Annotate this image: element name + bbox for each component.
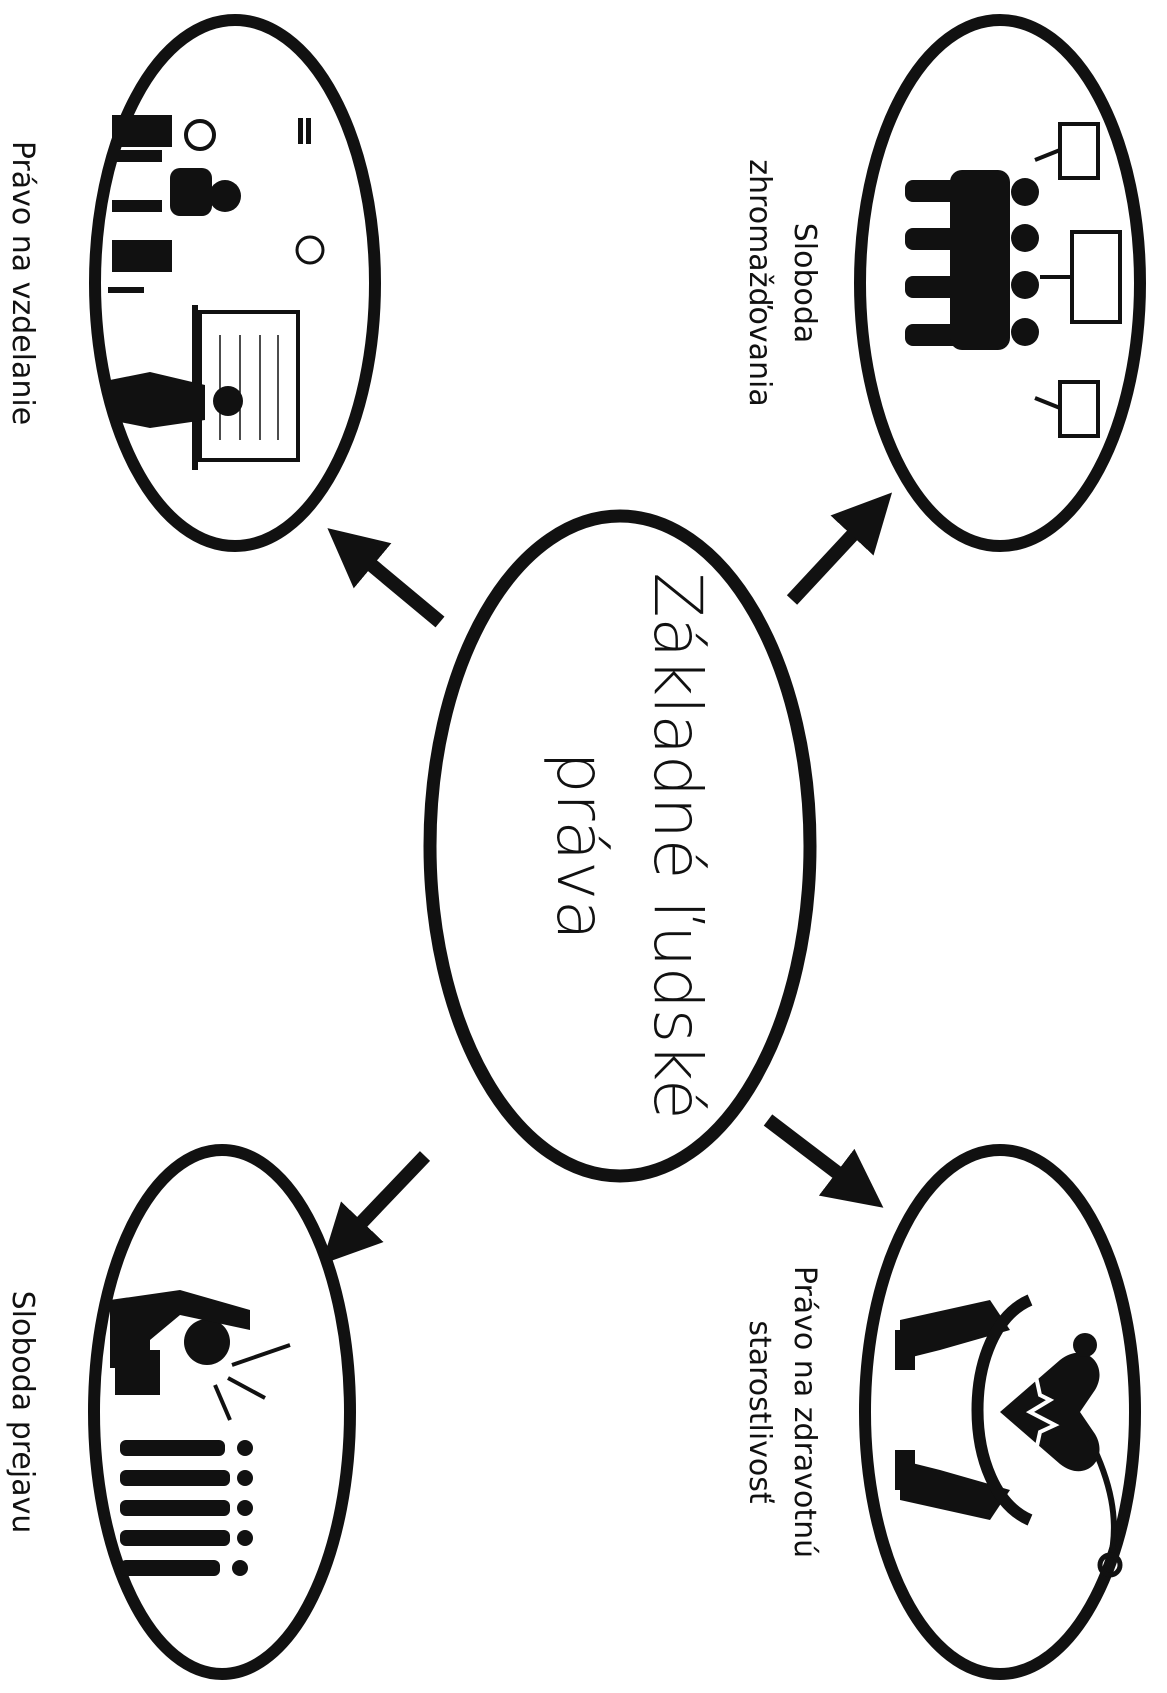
classroom-icon: [108, 115, 325, 470]
node-speech: Sloboda prejavu: [5, 1144, 356, 1680]
center-title-line1: Základné ľudské: [639, 572, 716, 1119]
heart-care-icon: [895, 1294, 1123, 1578]
assembly-label-line2: zhromažďovania: [742, 159, 777, 406]
health-label-line2: starostlivosť: [742, 1320, 777, 1504]
protest-crowd-icon: [905, 122, 1122, 438]
education-label: Právo na vzdelanie: [5, 141, 40, 425]
arrow-to-education: [327, 528, 445, 628]
center-ellipse: [423, 509, 817, 1183]
speech-ellipse: [88, 1144, 356, 1680]
arrow-to-assembly: [786, 492, 893, 605]
node-assembly: Sloboda zhromažďovania: [742, 14, 1146, 552]
assembly-ellipse: [854, 14, 1146, 552]
arrow-to-speech: [321, 1151, 431, 1265]
health-label-line1: Právo na zdravotnú: [787, 1266, 822, 1558]
node-education: Právo na vzdelanie: [5, 14, 381, 552]
center-node: Základné ľudské práva: [423, 509, 817, 1183]
speaker-crowd-icon: [110, 1290, 291, 1576]
assembly-label-line1: Sloboda: [787, 223, 822, 344]
center-title-line2: práva: [542, 752, 619, 941]
arrows: [321, 492, 893, 1265]
arrow-to-health: [763, 1114, 884, 1208]
education-ellipse: [89, 14, 381, 552]
node-health: Právo na zdravotnú starostlivosť: [742, 1144, 1141, 1680]
speech-label: Sloboda prejavu: [5, 1291, 40, 1534]
health-ellipse: [859, 1144, 1141, 1680]
